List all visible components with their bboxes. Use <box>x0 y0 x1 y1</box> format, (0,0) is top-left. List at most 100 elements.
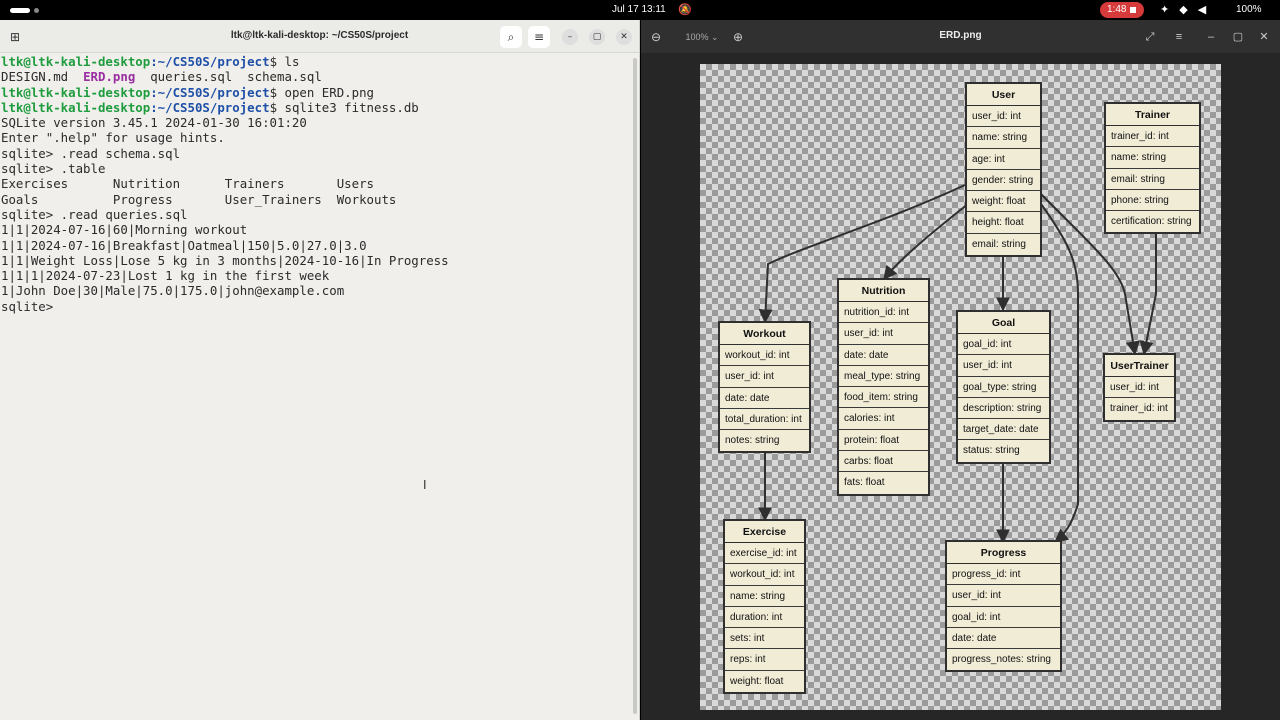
entity-field: age: int <box>967 149 1040 170</box>
terminal-line: SQLite version 3.45.1 2024-01-30 16:01:2… <box>1 115 307 131</box>
prompt-command: $ open ERD.png <box>269 84 374 100</box>
minimize-button[interactable]: – <box>562 29 578 45</box>
maximize-button[interactable]: ▢ <box>589 29 605 45</box>
terminal-line: sqlite> .read queries.sql <box>1 206 188 222</box>
entity-field: name: string <box>1106 147 1199 169</box>
terminal-output[interactable]: ltk@ltk-kali-desktop:~/CS50S/project$ ls… <box>1 54 631 714</box>
terminal-line: 1|John Doe|30|Male|75.0|175.0|john@examp… <box>1 283 345 299</box>
entity-field: nutrition_id: int <box>839 302 928 324</box>
entity-header: Goal <box>958 312 1049 334</box>
terminal-line: Exercises Nutrition Trainers Users <box>1 176 374 192</box>
entity-field: user_id: int <box>720 366 809 388</box>
activities-indicator[interactable] <box>10 8 30 13</box>
erd-relationship-lines <box>758 184 1157 544</box>
search-icon[interactable]: ⌕ <box>500 26 522 48</box>
entity-header: Trainer <box>1106 104 1199 126</box>
entity-field: certification: string <box>1111 216 1192 228</box>
notification-bell-icon: 🔕 <box>678 4 692 16</box>
wifi-icon: ◆ <box>1179 4 1188 16</box>
terminal-line: sqlite> <box>1 298 61 314</box>
system-tray[interactable]: ✦◆◀ <box>1160 3 1216 16</box>
entity-field: weight: float <box>967 191 1040 213</box>
terminal-window[interactable]: ⊞ ltk@ltk-kali-desktop: ~/CS50S/project … <box>0 20 640 720</box>
image-viewer-window[interactable]: ⊖ 100% ⌄ ⊕ ERD.png ⤢ ≡ – ▢ ✕ <box>641 20 1280 720</box>
fullscreen-icon[interactable]: ⤢ <box>1145 31 1155 43</box>
entity-header: Nutrition <box>839 280 928 302</box>
entity-field: sets: int <box>725 628 804 650</box>
entity-field: user_id: int <box>947 585 1060 607</box>
viewer-maximize-button[interactable]: ▢ <box>1232 31 1244 43</box>
entity-field: email: string <box>1106 169 1199 190</box>
viewer-titlebar[interactable]: ⊖ 100% ⌄ ⊕ ERD.png ⤢ ≡ – ▢ ✕ <box>641 20 1280 53</box>
entity-field: protein: float <box>839 430 928 452</box>
viewer-menu-icon[interactable]: ≡ <box>1175 31 1183 43</box>
entity-field: duration: int <box>725 607 804 629</box>
entity-field: goal_id: int <box>958 334 1049 356</box>
entity-field: weight: float <box>730 675 784 687</box>
entity-field: user_id: int <box>839 323 928 345</box>
menu-icon[interactable]: ≡ <box>528 26 550 48</box>
entity-field: name: string <box>725 586 804 607</box>
terminal-line: sqlite> .table <box>1 161 106 177</box>
entity-header: User <box>967 84 1040 106</box>
prompt-user: ltk@ltk-kali-desktop <box>1 84 151 100</box>
system-top-bar: Jul 17 13:11 🔕 1:48 ✦◆◀ 100% <box>0 0 1280 20</box>
terminal-line: 1|1|Weight Loss|Lose 5 kg in 3 months|20… <box>1 252 449 268</box>
edge-user-nutrition <box>883 203 969 281</box>
entity-field: name: string <box>967 127 1040 149</box>
entity-field: user_id: int <box>958 355 1049 377</box>
terminal-line: ltk@ltk-kali-desktop:~/CS50S/project$ ls <box>1 54 631 69</box>
volume-icon: ◀ <box>1197 4 1207 16</box>
terminal-scrollbar[interactable] <box>633 58 637 714</box>
terminal-line: 1|1|2024-07-16|60|Morning workout <box>1 222 248 238</box>
screen-recording-indicator[interactable]: 1:48 <box>1100 2 1144 18</box>
prompt-path: :~/CS50S/project <box>150 54 270 69</box>
edge-trainer-usertrainer <box>1139 234 1157 356</box>
entity-field: phone: string <box>1106 190 1199 212</box>
entity-header: Workout <box>720 323 809 345</box>
entity-field: date: date <box>839 345 928 366</box>
prompt-command: $ ls <box>269 54 300 69</box>
entity-field: trainer_id: int <box>1110 403 1168 415</box>
entity-field: exercise_id: int <box>725 543 804 565</box>
prompt-user: ltk@ltk-kali-desktop <box>1 54 151 69</box>
entity-field: food_item: string <box>839 387 928 409</box>
battery-level: 100% <box>1236 4 1262 15</box>
viewer-close-button[interactable]: ✕ <box>1259 31 1269 43</box>
terminal-line: 1|1|1|2024-07-23|Lost 1 kg in the first … <box>1 268 330 284</box>
edge-user-workout <box>758 184 966 324</box>
prompt-path: :~/CS50S/project <box>150 84 270 100</box>
terminal-line: DESIGN.md ERD.png queries.sql schema.sql <box>1 69 322 85</box>
entity-field: gender: string <box>967 170 1040 192</box>
entity-field: height: float <box>967 212 1040 234</box>
terminal-line: 1|1|2024-07-16|Breakfast|Oatmeal|150|5.0… <box>1 237 367 253</box>
entity-field: fats: float <box>844 477 885 489</box>
prompt-path: :~/CS50S/project <box>150 99 270 115</box>
entity-header: Exercise <box>725 521 804 543</box>
entity-field: user_id: int <box>1105 377 1174 399</box>
entity-field: meal_type: string <box>839 366 928 388</box>
workspace-dot[interactable] <box>34 8 39 13</box>
zoom-out-icon[interactable]: ⊖ <box>650 30 662 44</box>
zoom-level-dropdown[interactable]: 100% ⌄ <box>685 32 719 42</box>
close-button[interactable]: ✕ <box>616 29 632 45</box>
terminal-line: Enter ".help" for usage hints. <box>1 130 225 146</box>
entity-field: target_date: date <box>958 419 1049 441</box>
zoom-in-icon[interactable]: ⊕ <box>732 30 744 44</box>
entity-field: date: date <box>947 628 1060 650</box>
viewer-minimize-button[interactable]: – <box>1207 31 1215 43</box>
terminal-titlebar[interactable]: ⊞ ltk@ltk-kali-desktop: ~/CS50S/project … <box>0 20 639 53</box>
text-cursor-icon: I <box>423 478 427 492</box>
entity-field: description: string <box>958 398 1049 420</box>
new-tab-icon[interactable]: ⊞ <box>9 30 21 44</box>
clock[interactable]: Jul 17 13:11 <box>612 4 666 15</box>
png-file: ERD.png <box>83 69 136 85</box>
terminal-line: Goals Progress User_Trainers Workouts <box>1 191 397 207</box>
